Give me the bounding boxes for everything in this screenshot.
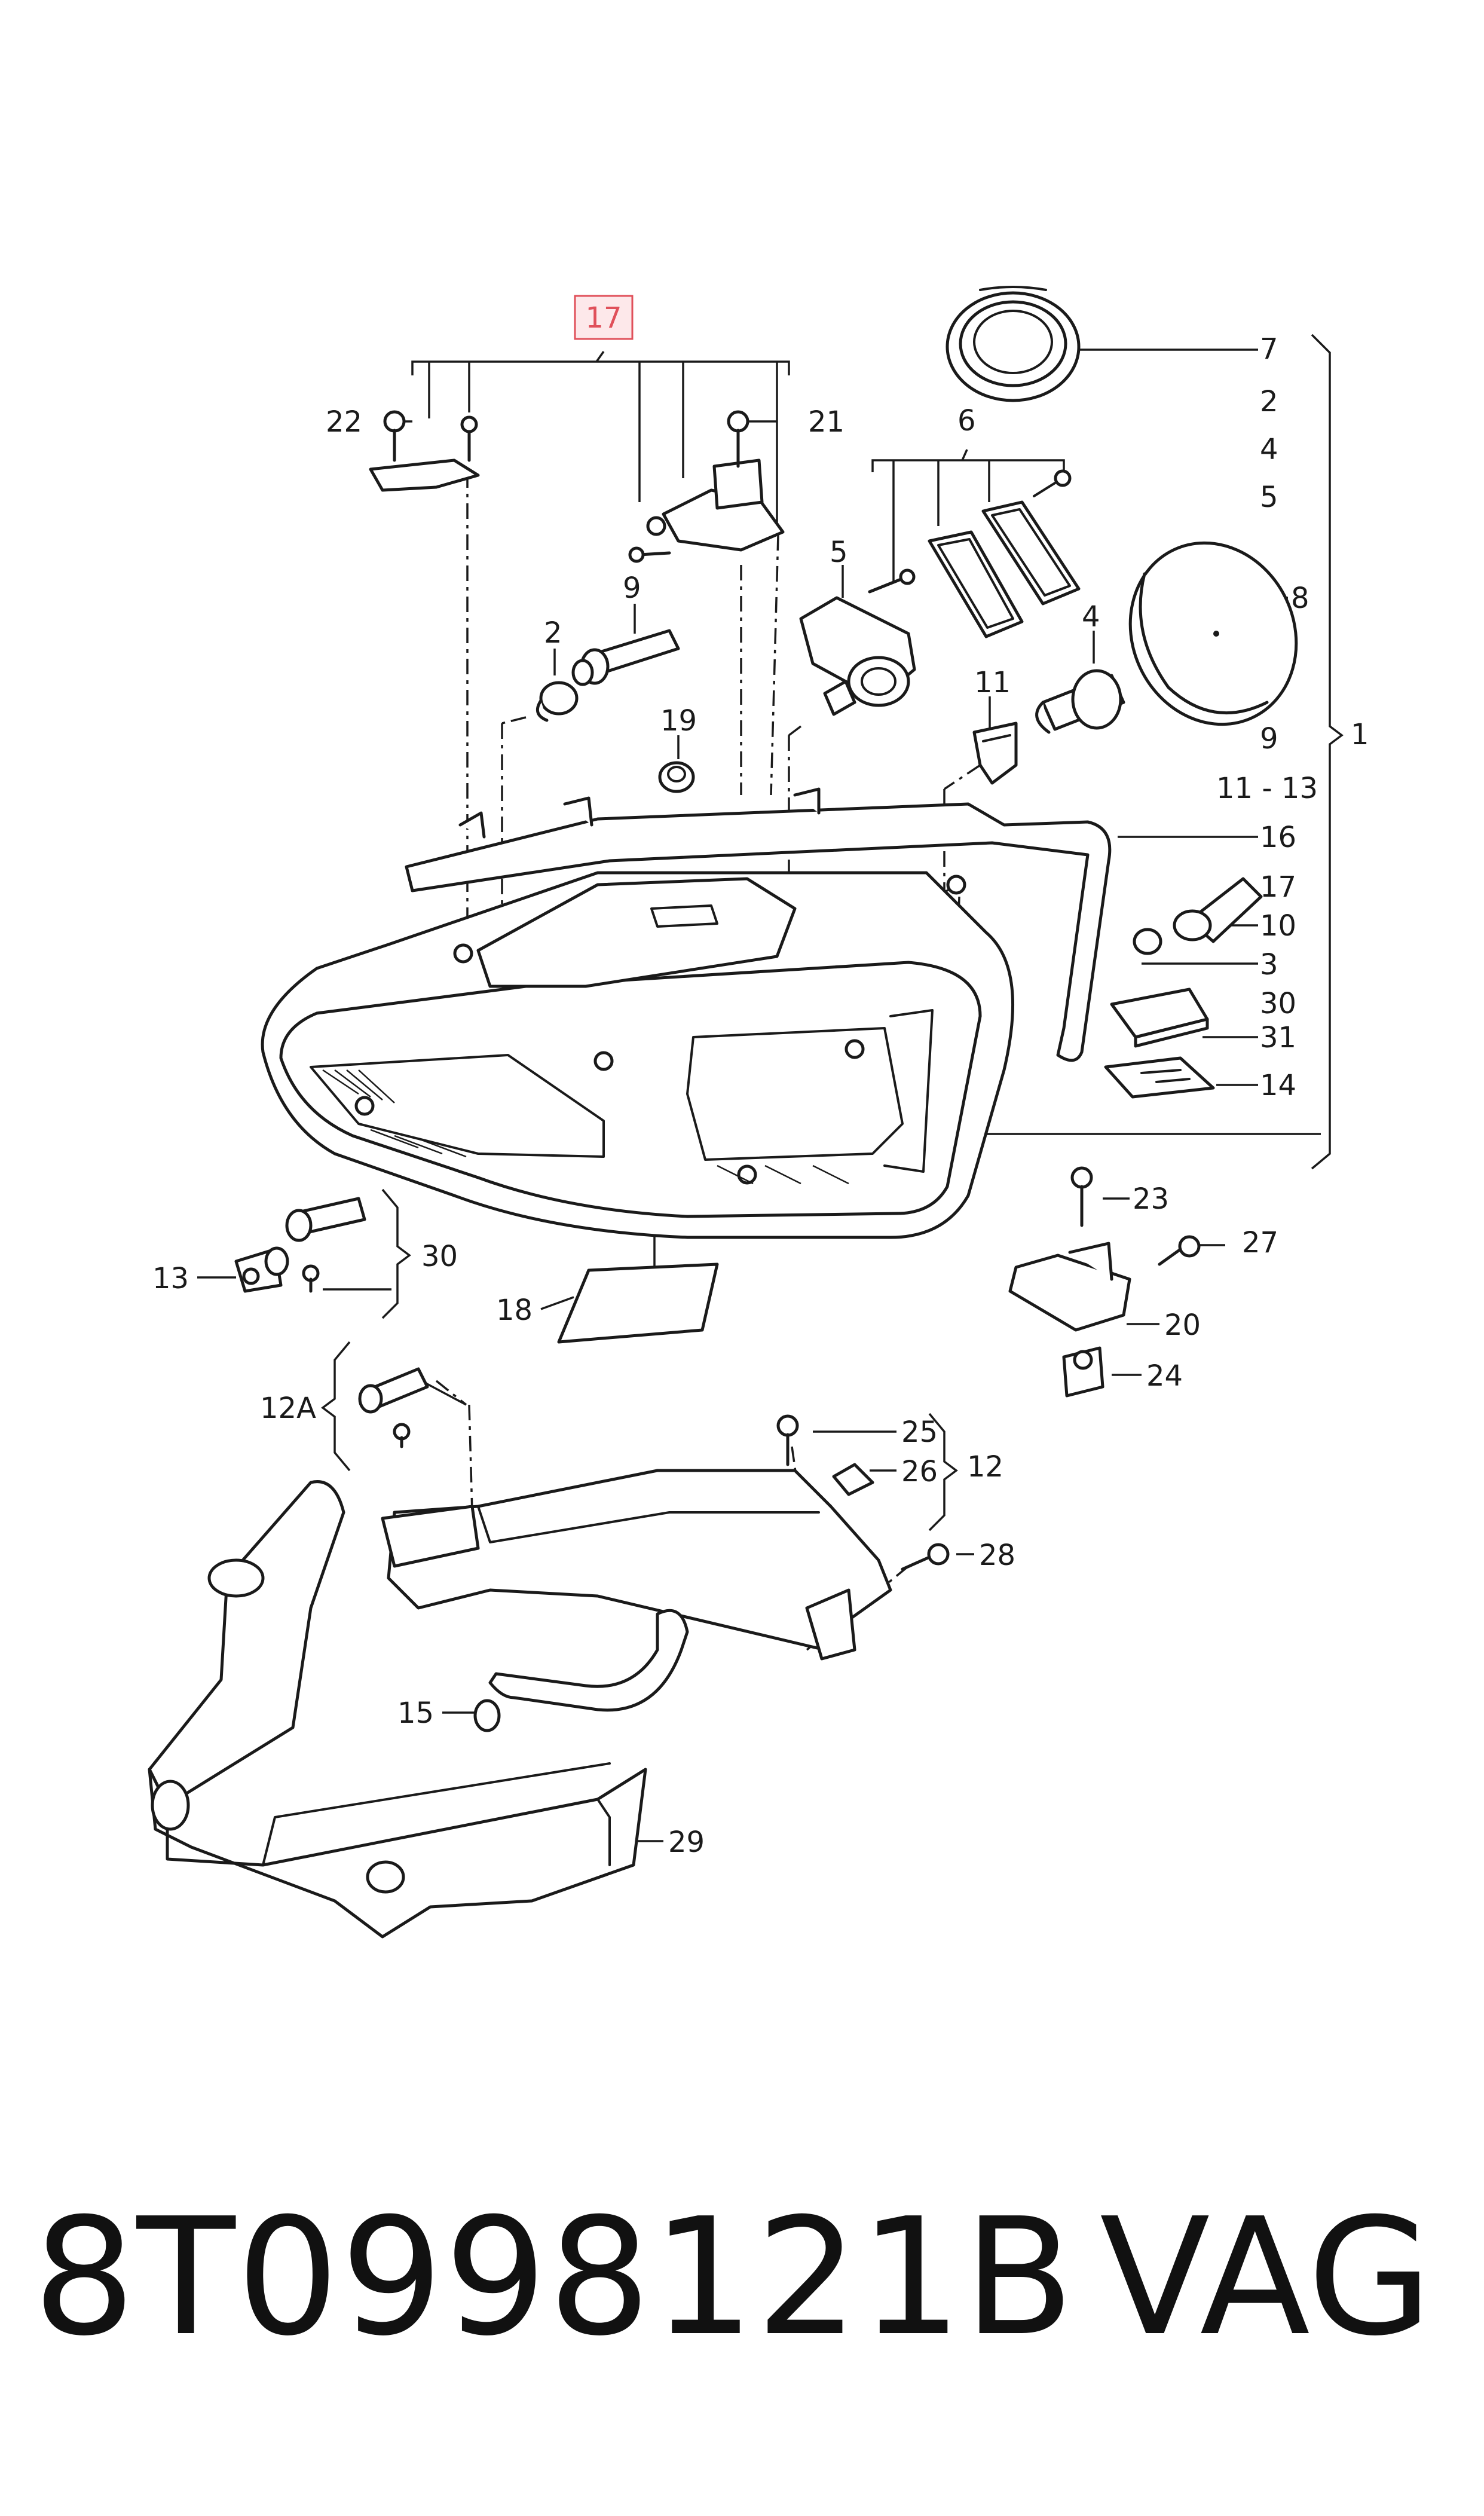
callout-29: 29 <box>668 1826 705 1859</box>
callout-24: 24 <box>1146 1359 1183 1393</box>
bracket-hardware <box>776 1414 950 1571</box>
callout-22: 22 <box>326 405 362 439</box>
callout-r14: 14 <box>1260 1069 1296 1102</box>
leveling-servo-motor <box>799 568 916 716</box>
callout-20: 20 <box>1164 1309 1201 1342</box>
callout-30-left: 30 <box>421 1240 458 1273</box>
callout-26: 26 <box>901 1455 938 1488</box>
lower-support-bracket <box>148 1480 647 1939</box>
callout-12A: 12A <box>260 1392 316 1425</box>
callout-18: 18 <box>496 1294 533 1327</box>
callout-25: 25 <box>901 1416 938 1449</box>
callout-r9: 9 <box>1260 722 1278 756</box>
callout-27: 27 <box>1242 1226 1278 1259</box>
callout-r7: 7 <box>1260 332 1278 366</box>
callout-9: 9 <box>623 571 641 605</box>
callout-23: 23 <box>1133 1182 1169 1216</box>
callout-12: 12 <box>967 1450 1003 1484</box>
halogen-bulb-h7 <box>1035 669 1125 734</box>
callout-r10: 10 <box>1260 909 1296 943</box>
lens-hatching <box>322 1069 849 1185</box>
upper-trim-strip <box>405 787 1112 1062</box>
callout-28: 28 <box>979 1539 1015 1572</box>
callout-r30: 30 <box>1260 987 1296 1020</box>
callout-r16: 16 <box>1260 821 1296 854</box>
highlighted-callout-box <box>574 295 634 340</box>
callout-r1: 1 <box>1351 718 1369 751</box>
bulb-socket-cable <box>571 629 680 686</box>
brand-name: VAG <box>1100 2183 1433 2371</box>
callout-labels: 17 22 21 6 5 9 2 19 4 11 7 2 4 5 8 9 1 1… <box>152 295 1369 1859</box>
callout-11: 11 <box>974 666 1011 699</box>
callout-15: 15 <box>397 1696 434 1730</box>
lens-sticker <box>557 1262 719 1344</box>
callout-r3: 3 <box>1260 948 1278 982</box>
callout-6: 6 <box>957 404 976 438</box>
repair-tab-kit <box>234 1197 366 1293</box>
mounting-bracket-left <box>369 410 480 492</box>
callout-13: 13 <box>152 1262 189 1295</box>
gasket-set <box>928 469 1081 638</box>
control-module <box>1110 988 1209 1048</box>
adjuster-12a <box>358 1367 429 1448</box>
label-sticker <box>1104 1056 1215 1099</box>
side-marker-bulb <box>536 681 579 722</box>
callout-19: 19 <box>660 704 697 738</box>
callout-r11-13: 11 - 13 <box>1216 772 1318 805</box>
part-number: 8T0998121B <box>33 2183 1076 2371</box>
leader-lines <box>197 334 1344 1842</box>
callout-17-top: 17 <box>585 301 622 335</box>
rear-cover-cap <box>1128 541 1298 726</box>
grommet <box>658 761 695 793</box>
callout-r2: 2 <box>1260 385 1278 418</box>
callout-21: 21 <box>808 405 844 439</box>
bulb-socket-right <box>1133 877 1263 955</box>
dust-cap <box>946 286 1081 402</box>
callout-r31: 31 <box>1260 1021 1296 1054</box>
mounting-bracket-center <box>628 410 785 563</box>
headlight-housing <box>261 871 1015 1239</box>
callout-4: 4 <box>1082 600 1100 634</box>
callout-r8: 8 <box>1291 582 1309 615</box>
callout-r4: 4 <box>1260 433 1278 466</box>
side-mounting-bracket <box>1008 1166 1201 1398</box>
callout-2: 2 <box>544 616 562 650</box>
callout-r5: 5 <box>1260 481 1278 514</box>
callout-r17: 17 <box>1260 870 1296 904</box>
carrier-frame <box>381 1469 892 1732</box>
callout-5: 5 <box>830 536 848 569</box>
bulb-holder <box>972 722 1018 785</box>
